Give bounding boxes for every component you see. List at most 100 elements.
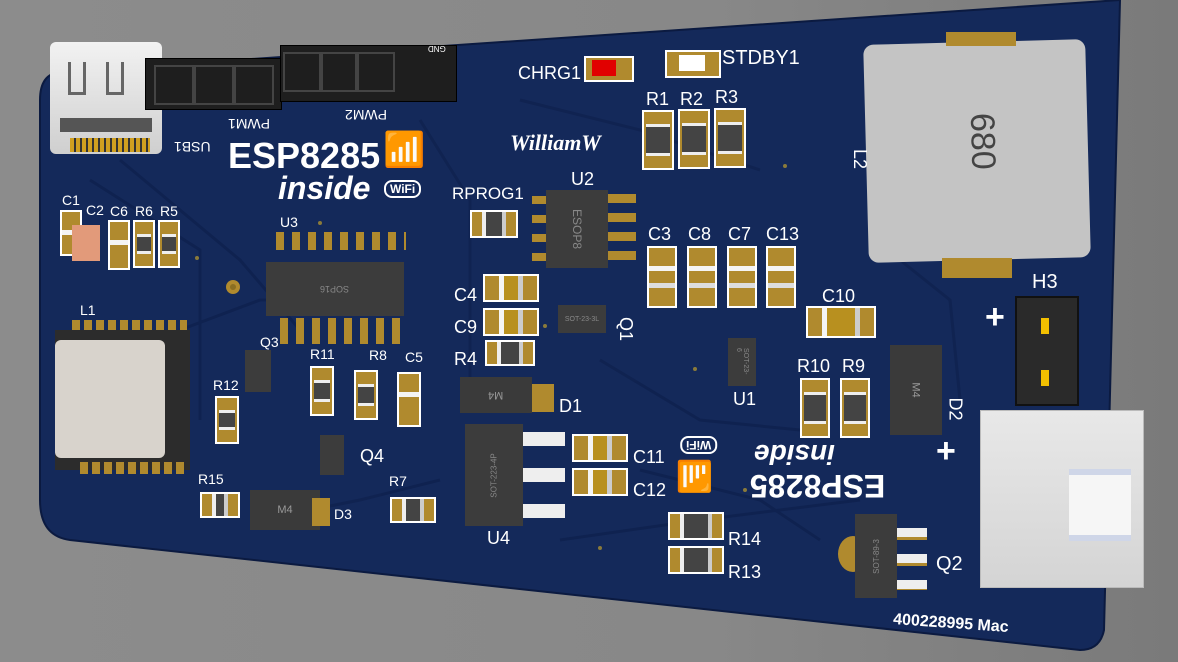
- gnd-label: GND: [428, 44, 446, 53]
- capacitor-c4: [483, 274, 539, 302]
- q4-chip: [320, 435, 344, 475]
- resistor-r12: [215, 396, 239, 444]
- capacitor-c12: [572, 468, 628, 496]
- resistor-r14: [668, 512, 724, 540]
- r1-label: R1: [646, 89, 670, 109]
- capacitor-c8: [687, 246, 717, 308]
- c9-label: C9: [454, 317, 478, 337]
- diode-d2: M4: [890, 345, 942, 435]
- l1-pins-bottom: [80, 462, 185, 474]
- pwm1-label: PWM1: [228, 116, 270, 132]
- resistor-r3: [714, 108, 746, 168]
- capacitor-c7: [727, 246, 757, 308]
- pwm2-label: PWM2: [345, 107, 387, 123]
- d3-pad: [312, 498, 330, 526]
- battery-connector: [980, 410, 1144, 588]
- u4-label: U4: [487, 528, 511, 548]
- usb-c-connector: [50, 42, 162, 154]
- logo-subtitle: inside: [278, 170, 371, 206]
- u2-label: U2: [571, 169, 595, 189]
- resistor-r5: [158, 220, 180, 268]
- d3-marking: M4: [277, 504, 293, 516]
- u4-sot223-chip: SOT-223-4P: [465, 424, 523, 526]
- rprog1-label: RPROG1: [452, 184, 524, 203]
- r11-label: R11: [310, 346, 335, 362]
- d1-pad: [532, 384, 554, 412]
- q4-label: Q4: [360, 446, 385, 466]
- u1-sot23-6-chip: SOT-23-6: [728, 338, 756, 386]
- wifi-icon-bottom: 📶: [676, 459, 714, 492]
- l2-pad-bottom: [942, 258, 1012, 278]
- q2-sot89-chip: SOT-89-3: [855, 514, 897, 598]
- diode-d1: M4: [460, 377, 532, 413]
- capacitor-c13: [766, 246, 796, 308]
- resistor-r9: [840, 378, 870, 438]
- h3-plus: +: [985, 298, 1005, 336]
- d1-label: D1: [559, 396, 583, 416]
- resistor-r7: [390, 497, 436, 523]
- u1-label: U1: [733, 389, 757, 409]
- r8-label: R8: [369, 347, 387, 363]
- c4-label: C4: [454, 285, 478, 305]
- capacitor-c3: [647, 246, 677, 308]
- resistor-r6: [133, 220, 155, 268]
- capacitor-c9: [483, 308, 539, 336]
- resistor-rprog1: [470, 210, 518, 238]
- d2-marking: M4: [910, 382, 922, 398]
- q3-chip: [245, 350, 271, 392]
- u2-pins-left: [532, 196, 546, 262]
- logo-title: ESP8285: [228, 135, 381, 176]
- q1-sot23-chip: SOT-23-3L: [558, 305, 606, 333]
- u1-marking: SOT-23-6: [735, 348, 749, 375]
- c7-label: C7: [728, 224, 752, 244]
- c13-label: C13: [766, 224, 800, 244]
- pwm2-header: [280, 45, 457, 102]
- r3-label: R3: [715, 87, 739, 107]
- resistor-r4: [485, 340, 535, 366]
- resistor-r2: [678, 109, 710, 169]
- c11-label: C11: [633, 447, 665, 467]
- resistor-r15: [200, 492, 240, 518]
- stdby1-label: STDBY1: [722, 47, 800, 69]
- resistor-r8: [354, 370, 378, 420]
- stdby-led: [665, 50, 721, 78]
- h3-label: H3: [1032, 271, 1058, 293]
- logo-subtitle-bottom: inside: [754, 439, 835, 470]
- d1-marking: M4: [488, 389, 504, 401]
- usb1-label: USB1: [174, 139, 211, 155]
- u3-label: U3: [280, 214, 298, 230]
- u2-marking: ESOP8: [570, 208, 584, 250]
- r2-label: R2: [680, 89, 704, 109]
- r4-label: R4: [454, 349, 478, 369]
- diode-d3: M4: [250, 490, 320, 530]
- chrg-led: [584, 56, 634, 82]
- r14-label: R14: [728, 529, 762, 549]
- u3-sop16-chip: SOP16: [266, 262, 404, 316]
- wifi-icon: 📶: [383, 131, 426, 169]
- capacitor-c2: [72, 225, 100, 261]
- c2-label: C2: [86, 202, 104, 218]
- chrg1-label: CHRG1: [518, 63, 582, 83]
- c3-label: C3: [648, 224, 672, 244]
- c8-label: C8: [688, 224, 712, 244]
- c5-label: C5: [405, 349, 423, 365]
- r9-label: R9: [842, 356, 866, 376]
- esp-module-l1: [55, 330, 190, 470]
- c1-label: C1: [62, 192, 80, 208]
- signature: WilliamW: [510, 130, 601, 155]
- d2-label: D2: [945, 397, 966, 421]
- wifi-badge: WiFi: [384, 180, 422, 198]
- logo-title-bottom: ESP8285: [750, 468, 886, 504]
- c12-label: C12: [633, 480, 667, 500]
- u2-esop8-chip: ESOP8: [546, 190, 608, 268]
- c10-label: C10: [822, 286, 856, 306]
- capacitor-c6: [108, 220, 130, 270]
- pwm1-header: [145, 58, 282, 110]
- l1-pins-top: [72, 320, 187, 332]
- u3-pins-top: [276, 232, 406, 250]
- capacitor-c5: [397, 372, 421, 427]
- u3-marking: SOP16: [320, 284, 350, 294]
- r5-label: R5: [160, 203, 178, 219]
- l2-marking: 680: [962, 112, 1003, 171]
- resistor-r10: [800, 378, 830, 438]
